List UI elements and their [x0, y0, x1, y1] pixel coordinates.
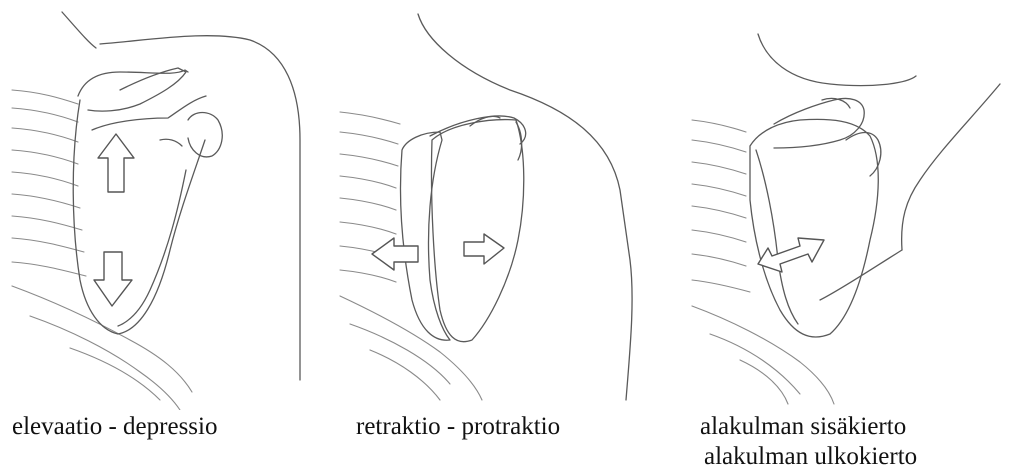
rotation-double-arrow-icon [758, 238, 824, 272]
caption-elevation: elevaatio - depressio [12, 412, 217, 441]
arrow-right-icon [464, 234, 504, 264]
caption-rotation-internal: alakulman sisäkierto [700, 412, 906, 441]
scapula-retraction-drawing [330, 0, 670, 410]
panel-retraction: retraktio - protraktio [330, 0, 670, 474]
scapula-rotation-drawing [670, 0, 1009, 410]
panel-elevation: elevaatio - depressio [0, 0, 330, 474]
caption-rotation-external: alakulman ulkokierto [704, 442, 917, 471]
arrow-down-icon [94, 252, 132, 306]
arrow-left-icon [372, 238, 418, 270]
arrow-up-icon [98, 134, 134, 192]
caption-retraction: retraktio - protraktio [356, 412, 560, 441]
scapula-elevation-drawing [0, 0, 330, 410]
panel-rotation: alakulman sisäkierto alakulman ulkokiert… [670, 0, 1009, 474]
